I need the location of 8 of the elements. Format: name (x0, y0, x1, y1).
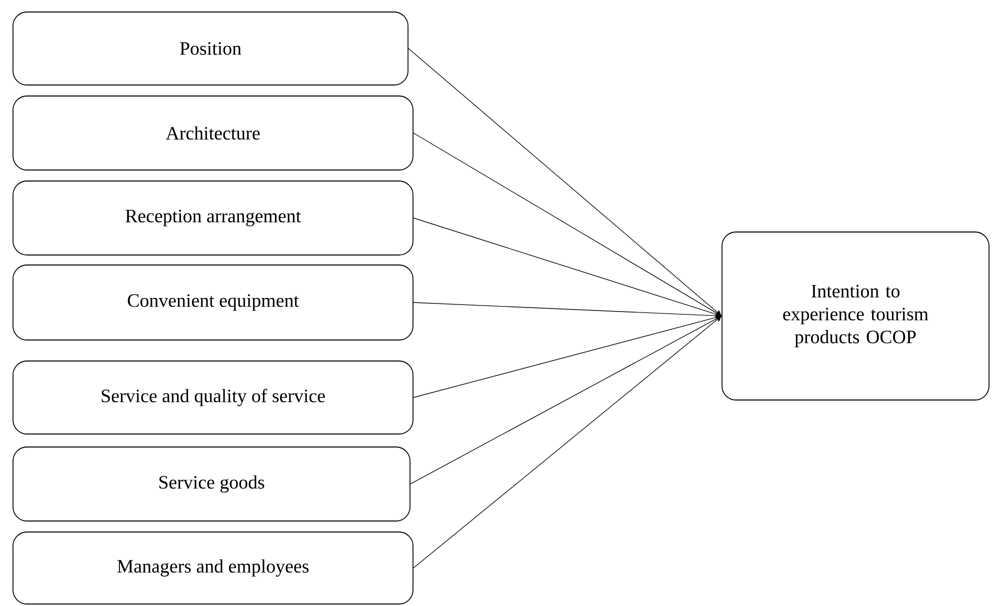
factor-box: Managers and employees (12, 532, 414, 604)
factor-box: Reception arrangement (12, 180, 414, 256)
factor-box: Architecture (12, 96, 414, 170)
factor-box: Service and quality of service (12, 360, 414, 434)
factor-box: Position (12, 12, 408, 86)
factor-box: Service goods (12, 446, 410, 522)
target-box: Intention to experience tourism products OCOP (722, 232, 990, 400)
factor-box: Convenient equipment (12, 264, 414, 340)
